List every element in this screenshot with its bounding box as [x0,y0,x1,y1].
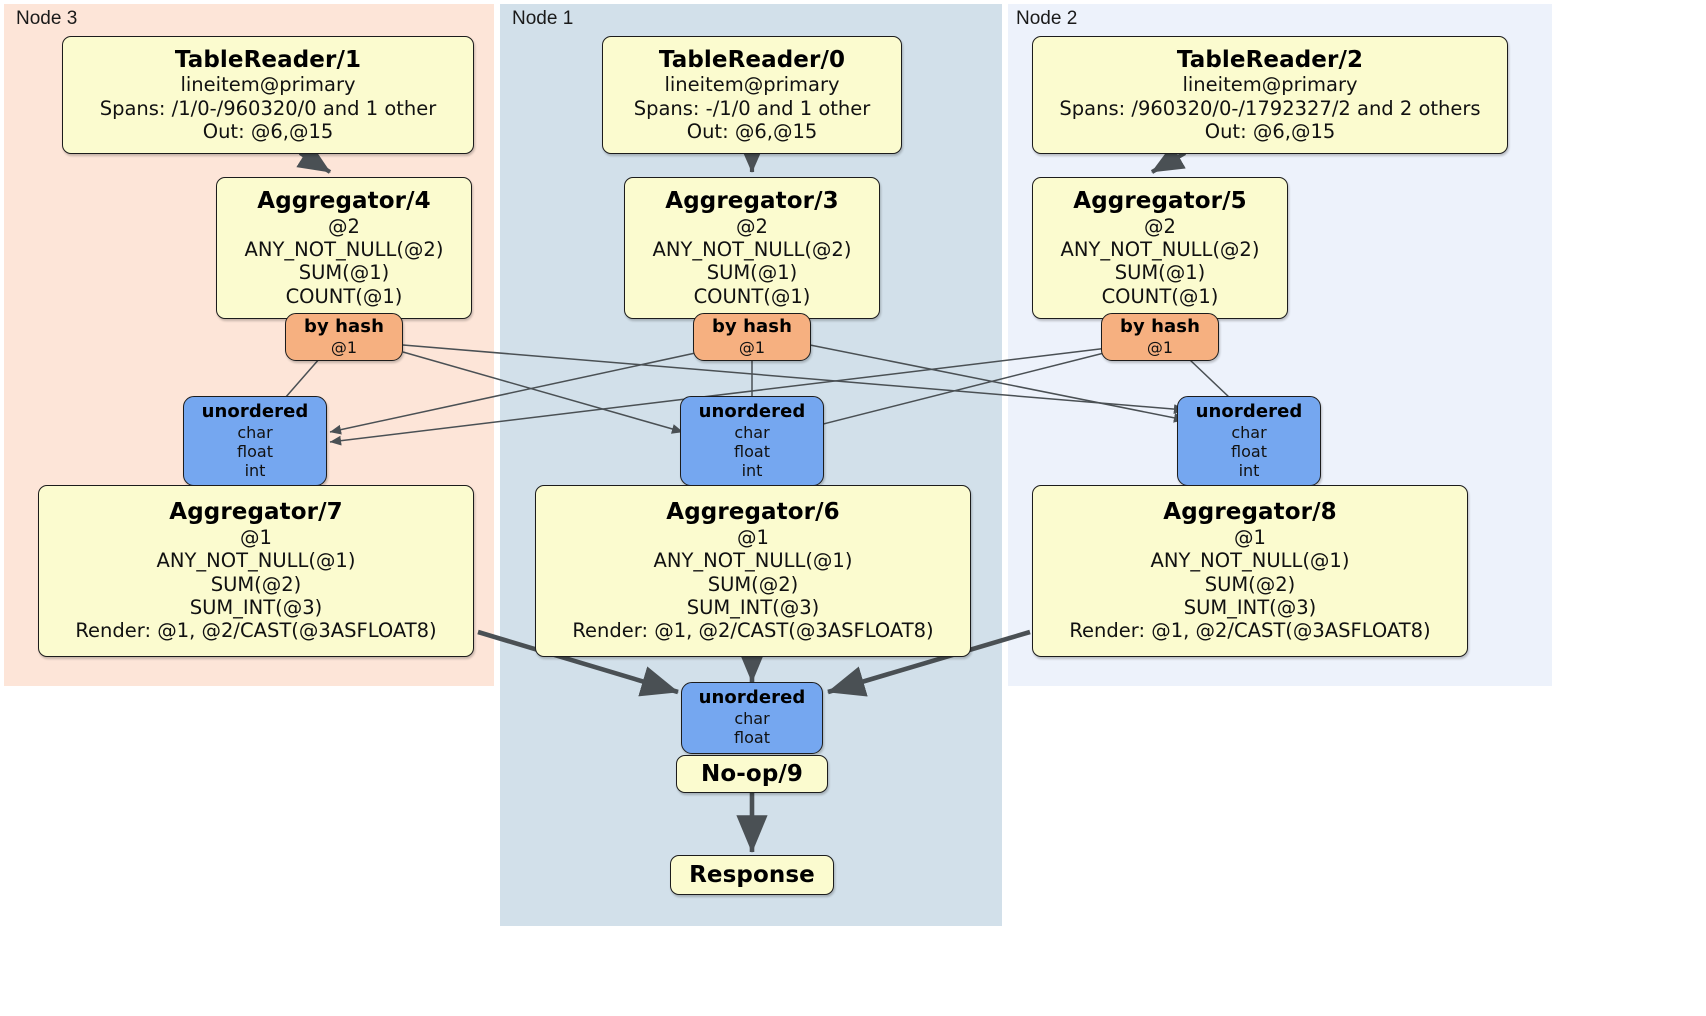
node-detail: Out: @6,@15 [202,119,334,143]
node-detail: Out: @6,@15 [1204,119,1336,143]
sync-type: char [734,422,770,442]
node-detail: COUNT(@1) [285,284,403,308]
router-title: by hash [1119,316,1201,337]
region-label-node-2: Node 2 [1016,8,1078,29]
node-detail: SUM_INT(@3) [189,595,323,619]
sync-title: unordered [698,687,806,709]
router-detail: @1 [330,337,358,357]
node-detail: Spans: -/1/0 and 1 other [633,96,871,120]
node-response[interactable]: Response [670,855,834,895]
node-detail: ANY_NOT_NULL(@1) [653,549,853,573]
sync-type: int [741,460,763,480]
router-detail: @1 [1146,337,1174,357]
synchronizer-unordered-right[interactable]: unordered char float int [1177,396,1321,486]
router-title: by hash [711,316,793,337]
sync-title: unordered [698,400,806,422]
router-by-hash-left[interactable]: by hash @1 [285,313,403,361]
node-render: Render: @1, @2/CAST(@3ASFLOAT8) [1069,619,1431,643]
node-detail: lineitem@primary [180,73,356,97]
sync-type: float [734,441,770,461]
node-tablereader-2[interactable]: TableReader/2 lineitem@primary Spans: /9… [1032,36,1508,154]
node-detail: ANY_NOT_NULL(@2) [244,238,444,262]
synchronizer-unordered-left[interactable]: unordered char float int [183,396,327,486]
node-aggregator-7[interactable]: Aggregator/7 @1 ANY_NOT_NULL(@1) SUM(@2)… [38,485,474,657]
node-title: TableReader/1 [174,46,362,73]
node-detail: @1 [240,526,272,550]
node-detail: COUNT(@1) [693,284,811,308]
node-detail: ANY_NOT_NULL(@2) [652,238,852,262]
node-tablereader-1[interactable]: TableReader/1 lineitem@primary Spans: /1… [62,36,474,154]
router-title: by hash [303,316,385,337]
node-render: Render: @1, @2/CAST(@3ASFLOAT8) [75,619,437,643]
node-title: Aggregator/5 [1073,188,1247,215]
sync-type: float [734,728,770,748]
node-title: Response [689,861,815,888]
node-detail: Out: @6,@15 [686,119,818,143]
node-detail: SUM(@2) [707,572,799,596]
node-detail: SUM_INT(@3) [1183,595,1317,619]
synchronizer-unordered-final[interactable]: unordered char float [681,682,823,754]
node-detail: ANY_NOT_NULL(@2) [1060,238,1260,262]
node-tablereader-0[interactable]: TableReader/0 lineitem@primary Spans: -/… [602,36,902,154]
node-detail: SUM(@2) [210,572,302,596]
sync-type: char [1231,422,1267,442]
node-detail: SUM_INT(@3) [686,595,820,619]
sync-type: float [1231,441,1267,461]
node-detail: lineitem@primary [1182,73,1358,97]
node-detail: ANY_NOT_NULL(@1) [1150,549,1350,573]
node-detail: SUM(@1) [1114,261,1206,285]
node-aggregator-8[interactable]: Aggregator/8 @1 ANY_NOT_NULL(@1) SUM(@2)… [1032,485,1468,657]
node-detail: SUM(@1) [298,261,390,285]
sync-title: unordered [201,400,309,422]
node-title: Aggregator/6 [666,499,840,526]
node-detail: SUM(@1) [706,261,798,285]
node-render: Render: @1, @2/CAST(@3ASFLOAT8) [572,619,934,643]
sync-type: char [734,709,770,729]
sync-type: char [237,422,273,442]
node-detail: SUM(@2) [1204,572,1296,596]
node-aggregator-5[interactable]: Aggregator/5 @2 ANY_NOT_NULL(@2) SUM(@1)… [1032,177,1288,319]
sync-title: unordered [1195,400,1303,422]
node-aggregator-6[interactable]: Aggregator/6 @1 ANY_NOT_NULL(@1) SUM(@2)… [535,485,971,657]
sync-type: int [244,460,266,480]
node-detail: @2 [328,214,360,238]
router-by-hash-mid[interactable]: by hash @1 [693,313,811,361]
node-detail: Spans: /1/0-/960320/0 and 1 other [99,96,437,120]
node-detail: @2 [736,214,768,238]
node-detail: @1 [1234,526,1266,550]
node-aggregator-3[interactable]: Aggregator/3 @2 ANY_NOT_NULL(@2) SUM(@1)… [624,177,880,319]
node-title: TableReader/0 [658,46,846,73]
router-by-hash-right[interactable]: by hash @1 [1101,313,1219,361]
node-detail: ANY_NOT_NULL(@1) [156,549,356,573]
sync-type: float [237,441,273,461]
node-aggregator-4[interactable]: Aggregator/4 @2 ANY_NOT_NULL(@2) SUM(@1)… [216,177,472,319]
router-detail: @1 [738,337,766,357]
node-detail: Spans: /960320/0-/1792327/2 and 2 others [1059,96,1481,120]
synchronizer-unordered-mid[interactable]: unordered char float int [680,396,824,486]
region-label-node-1: Node 1 [512,8,574,29]
node-title: TableReader/2 [1176,46,1364,73]
node-title: Aggregator/8 [1163,499,1337,526]
node-detail: COUNT(@1) [1101,284,1219,308]
node-detail: @2 [1144,214,1176,238]
node-detail: @1 [737,526,769,550]
region-label-node-3: Node 3 [16,8,78,29]
node-title: Aggregator/4 [257,188,431,215]
sync-type: int [1238,460,1260,480]
node-title: No-op/9 [701,760,803,787]
node-title: Aggregator/7 [169,499,343,526]
node-title: Aggregator/3 [665,188,839,215]
node-detail: lineitem@primary [664,73,840,97]
node-no-op-9[interactable]: No-op/9 [676,755,828,793]
